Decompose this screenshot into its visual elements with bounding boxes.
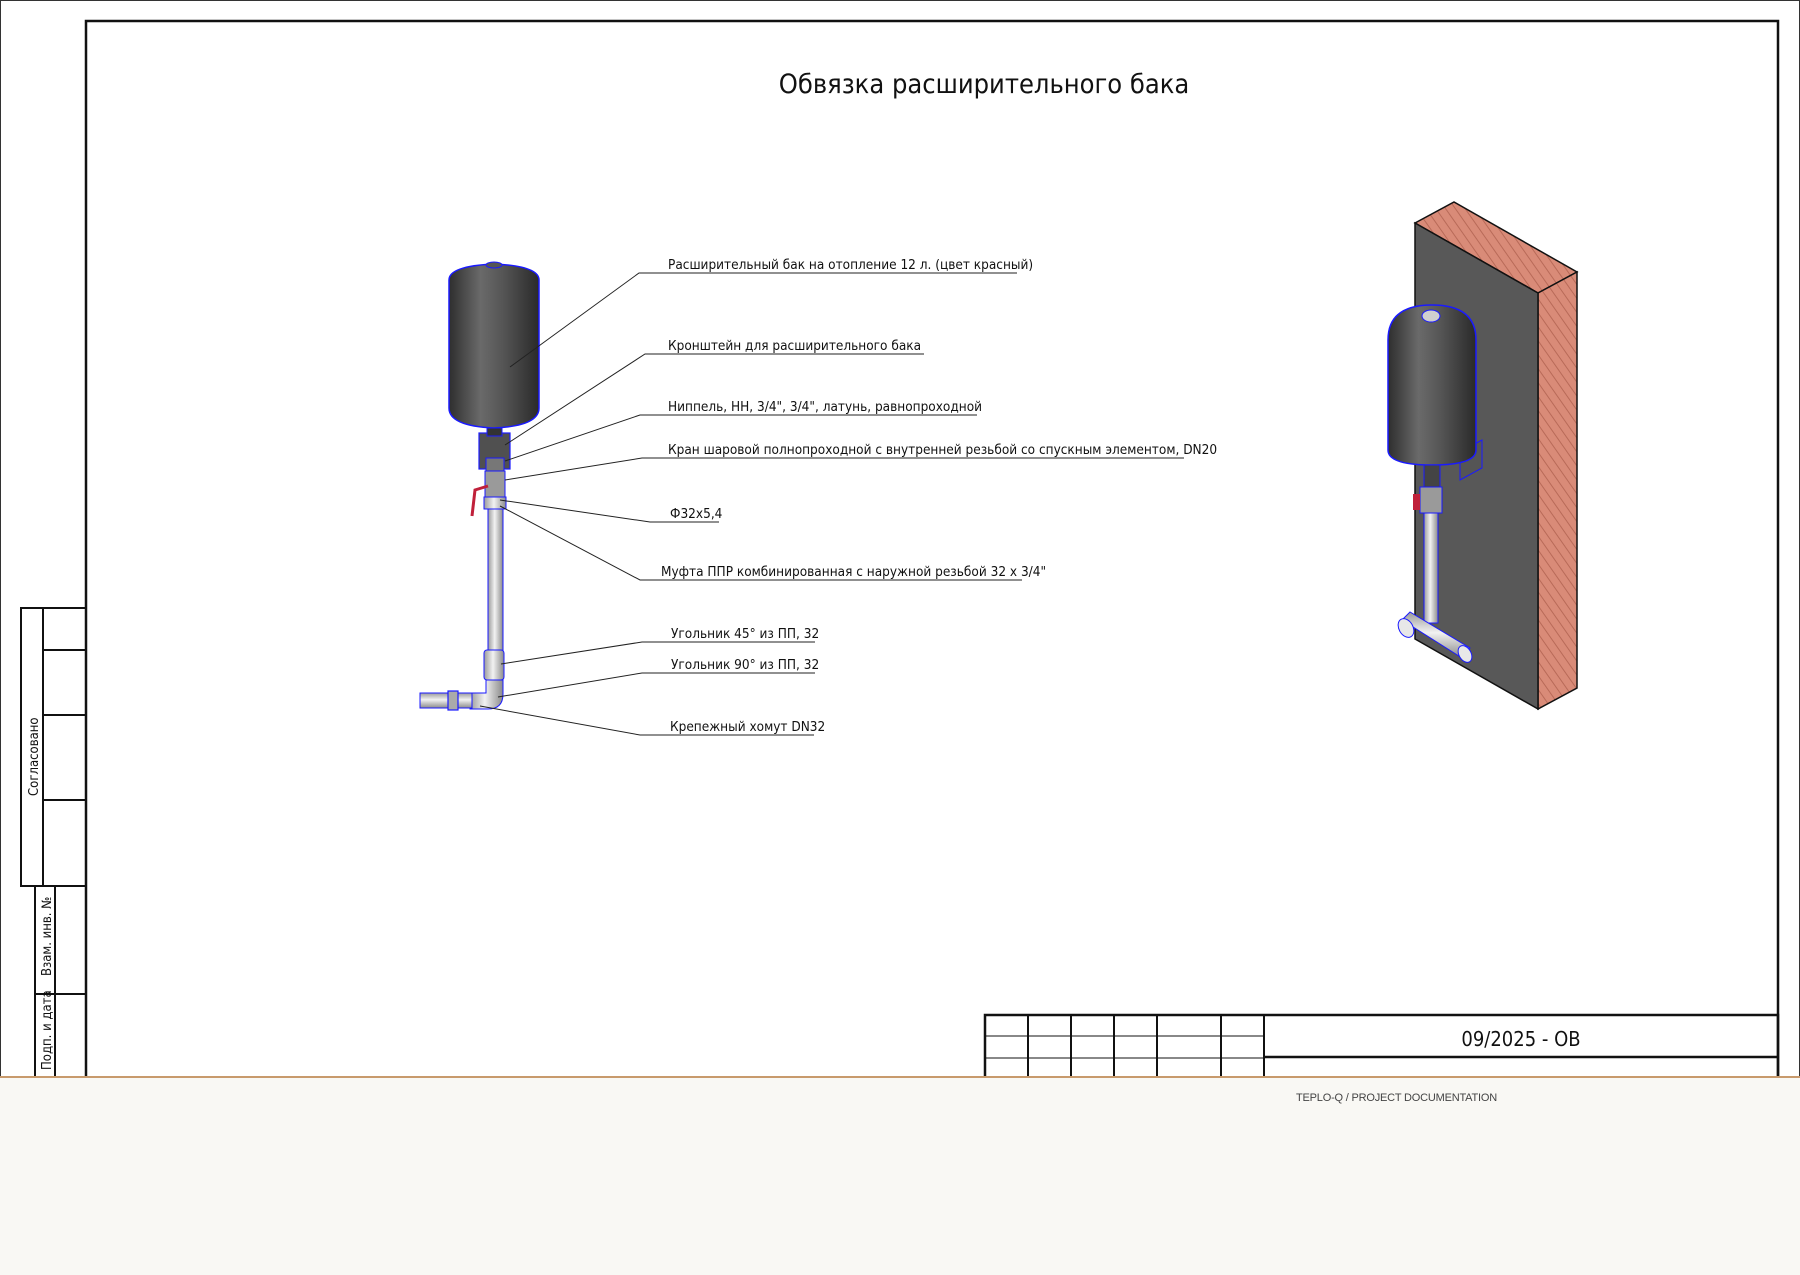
sign-date-label: Подп. и дата <box>40 990 55 1070</box>
expansion-tank <box>448 261 540 429</box>
frame-border <box>84 19 1780 1076</box>
approved-label: Согласовано <box>27 717 42 796</box>
tank-assembly-front <box>419 261 540 711</box>
document-code: 09/2025 - ОВ <box>1461 1027 1580 1051</box>
footer-text: TEPLO-Q / PROJECT DOCUMENTATION <box>1296 1092 1497 1104</box>
label-coupling: Муфта ППР комбинированная с наружной рез… <box>661 564 1046 580</box>
drawing-sheet: Согласовано Взам. инв. № Подп. и дата 09… <box>0 0 1800 1076</box>
label-elbow-90: Угольник 90° из ПП, 32 <box>671 657 819 673</box>
label-elbow-45: Угольник 45° из ПП, 32 <box>671 626 819 642</box>
label-tank: Расширительный бак на отопление 12 л. (ц… <box>668 257 1033 273</box>
horizontal-pipe <box>419 692 473 709</box>
drawing-title: Обвязка расширительного бака <box>779 69 1190 100</box>
ball-valve <box>484 470 506 498</box>
iso-valve-handle <box>1413 494 1420 510</box>
label-clamp: Крепежный хомут DN32 <box>670 719 825 735</box>
label-pipe: Ф32х5,4 <box>670 506 723 522</box>
vertical-pipe <box>487 508 504 656</box>
tank-assembly-isometric <box>1387 201 1579 711</box>
label-valve: Кран шаровой полнопроходной с внутренней… <box>668 442 1217 458</box>
drawing-canvas: Согласовано Взам. инв. № Подп. и дата 09… <box>0 0 1800 1076</box>
page-footer: TEPLO-Q / PROJECT DOCUMENTATION <box>0 1076 1800 1275</box>
iso-horizontal-pipe <box>1401 611 1471 659</box>
inv-number-label: Взам. инв. № <box>40 897 55 976</box>
valve-handle <box>470 484 489 517</box>
elbow-45 <box>483 649 505 681</box>
wall-side <box>1537 270 1578 711</box>
label-bracket: Кронштейн для расширительного бака <box>668 338 921 354</box>
elbow-90 <box>469 679 504 710</box>
pipe-clamp <box>447 690 459 711</box>
iso-expansion-tank <box>1387 304 1477 466</box>
label-nipple: Ниппель, НН, 3/4", 3/4", латунь, равнопр… <box>668 399 982 415</box>
title-block <box>983 1013 1780 1076</box>
side-stamp <box>20 607 87 1076</box>
leader-lines <box>479 272 1184 736</box>
